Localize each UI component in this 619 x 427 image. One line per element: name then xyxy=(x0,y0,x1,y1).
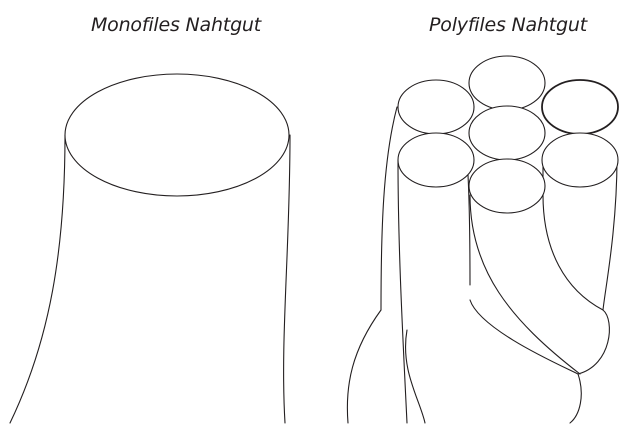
monofilament-label: Monofiles Nahtgut xyxy=(90,14,262,36)
poly-front-right-strand-left xyxy=(469,194,581,375)
poly-front-left-strand-right xyxy=(469,299,579,375)
filament-upper-left xyxy=(397,79,475,135)
filament-center xyxy=(468,105,546,161)
monofilament-suture xyxy=(9,73,291,424)
filament-lower-right xyxy=(541,132,619,188)
multifilament-label: Polyfiles Nahtgut xyxy=(429,14,587,36)
poly-outer-left-strand-inner xyxy=(346,309,382,424)
poly-front-right-strand-right xyxy=(542,194,604,311)
mono-strand-left-edge xyxy=(9,134,66,424)
mono-strand-right-edge xyxy=(283,134,291,424)
filament-upper-right xyxy=(541,79,619,135)
filament-top xyxy=(468,55,546,111)
mono-cross-section xyxy=(64,73,290,197)
filament-lower-left xyxy=(397,132,475,188)
poly-right-strand-bulge xyxy=(577,309,610,375)
filament-bottom xyxy=(468,158,546,214)
poly-bottom-strand-left xyxy=(569,373,582,424)
poly-left-strand-twist xyxy=(405,329,426,424)
poly-right-strand-outer xyxy=(602,157,618,311)
poly-front-left-strand-left xyxy=(397,159,408,424)
poly-outer-left-strand-outer xyxy=(380,106,398,311)
multifilament-suture xyxy=(346,55,619,424)
